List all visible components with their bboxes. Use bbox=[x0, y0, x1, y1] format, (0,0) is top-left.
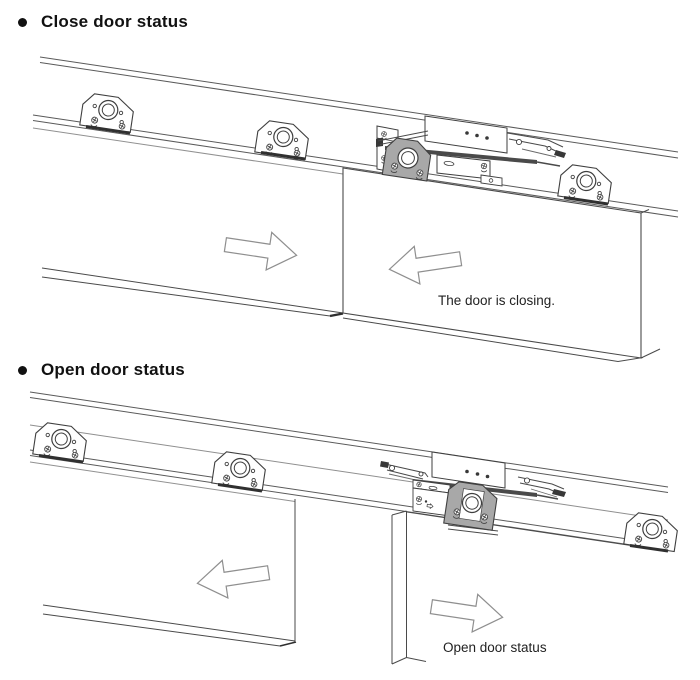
soft-close-mechanism bbox=[376, 115, 566, 187]
track-rail bbox=[29, 391, 669, 551]
open-heading-label: Open door status bbox=[41, 360, 185, 379]
door-panel-left bbox=[41, 267, 344, 318]
arrow-right-icon bbox=[426, 502, 434, 510]
bullet-icon bbox=[18, 365, 27, 375]
arrow-right-icon bbox=[427, 587, 507, 637]
section-heading-open: Open door status bbox=[18, 360, 185, 380]
close-heading-label: Close door status bbox=[41, 12, 188, 31]
close-status-diagram bbox=[32, 56, 679, 363]
arrow-right-icon bbox=[221, 225, 301, 275]
door-panel-left bbox=[42, 499, 297, 647]
arrow-left-icon bbox=[193, 553, 273, 603]
soft-close-mechanism bbox=[380, 451, 566, 536]
door-panel-right bbox=[342, 167, 661, 363]
section-heading-close: Close door status bbox=[18, 12, 188, 32]
bullet-icon bbox=[18, 17, 27, 27]
closing-caption: The door is closing. bbox=[438, 293, 556, 308]
open-caption: Open door status bbox=[443, 640, 547, 655]
track-rail bbox=[32, 56, 679, 218]
open-status-diagram bbox=[29, 391, 679, 665]
